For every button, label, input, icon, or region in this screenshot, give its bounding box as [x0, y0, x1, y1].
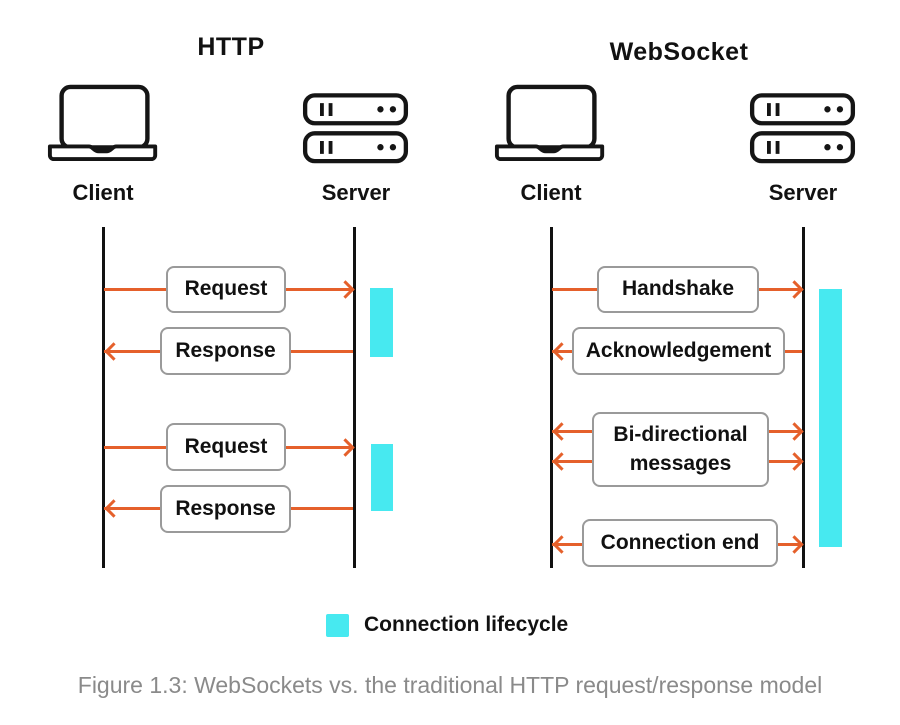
arrow-right-icon	[785, 280, 804, 299]
connection-lifecycle-bar	[371, 444, 393, 511]
websocket-client-laptop-icon	[493, 84, 610, 169]
websocket-server-icon	[749, 93, 856, 169]
http-message-box: Response	[160, 327, 291, 375]
arrow-right-icon	[336, 280, 355, 299]
http-title: HTTP	[197, 33, 265, 61]
arrow-left-icon	[104, 499, 123, 518]
arrow-right-icon	[785, 452, 804, 471]
legend-label: Connection lifecycle	[364, 613, 569, 636]
connection-lifecycle-bar	[370, 288, 393, 357]
http-client-laptop-icon	[46, 84, 163, 169]
arrow-left-icon	[552, 342, 571, 361]
websocket-title: WebSocket	[609, 38, 749, 66]
http-server-icon	[302, 93, 409, 169]
websocket-message-box: Bi-directional messages	[592, 412, 769, 487]
websocket-server-lifeline	[802, 227, 805, 568]
legend: Connection lifecycle	[326, 613, 568, 637]
arrow-left-icon	[552, 535, 571, 554]
http-client-label: Client	[72, 180, 134, 205]
websocket-message-box: Acknowledgement	[572, 327, 785, 375]
arrow-right-icon	[336, 438, 355, 457]
connection-lifecycle-bar	[819, 289, 842, 547]
websocket-message-box: Handshake	[597, 266, 759, 313]
http-client-lifeline	[102, 227, 105, 568]
websocket-server-label: Server	[768, 180, 838, 205]
arrow-left-icon	[104, 342, 123, 361]
websocket-message-box: Connection end	[582, 519, 778, 567]
http-server-label: Server	[321, 180, 391, 205]
arrow-right-icon	[785, 422, 804, 441]
figure-caption: Figure 1.3: WebSockets vs. the tradition…	[77, 672, 823, 698]
http-message-box: Request	[166, 423, 286, 471]
http-message-box: Response	[160, 485, 291, 533]
http-server-lifeline	[353, 227, 356, 568]
arrow-right-icon	[785, 535, 804, 554]
websocket-client-label: Client	[520, 180, 582, 205]
arrow-left-icon	[552, 422, 571, 441]
http-message-box: Request	[166, 266, 286, 313]
legend-swatch-icon	[326, 613, 349, 637]
websocket-client-lifeline	[550, 227, 553, 568]
arrow-left-icon	[552, 452, 571, 471]
